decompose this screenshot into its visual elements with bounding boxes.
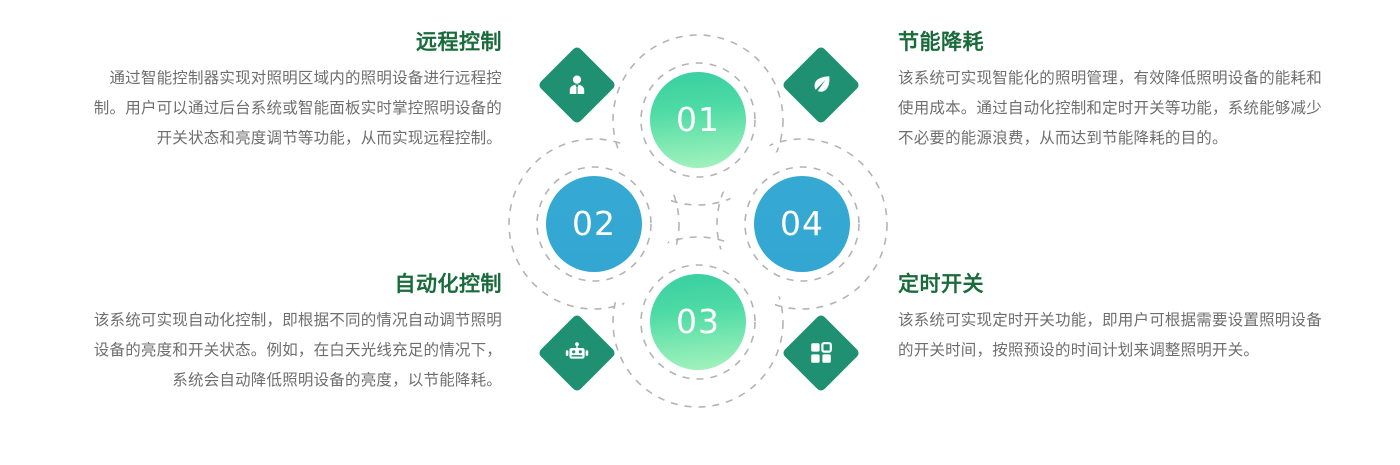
section-automation: 自动化控制 该系统可实现自动化控制，即根据不同的情况自动调节照明设备的亮度和开关… — [82, 272, 502, 396]
section-remote-control: 远程控制 通过智能控制器实现对照明区域内的照明设备进行远程控制。用户可以通过后台… — [82, 30, 502, 154]
robot-icon — [564, 340, 590, 366]
grid-squares-icon — [809, 341, 833, 365]
leaf-icon-badge[interactable] — [781, 45, 861, 125]
node-04[interactable]: 04 — [754, 176, 850, 272]
section-title-timer-switch: 定时开关 — [898, 273, 984, 296]
node-03[interactable]: 03 — [650, 274, 746, 370]
section-title-energy-saving: 节能降耗 — [898, 31, 984, 54]
section-body-energy-saving: 该系统可实现智能化的照明管理，有效降低照明设备的能耗和使用成本。通过自动化控制和… — [898, 70, 1322, 148]
section-energy-saving: 节能降耗 该系统可实现智能化的照明管理，有效降低照明设备的能耗和使用成本。通过自… — [898, 30, 1323, 154]
leaf-icon — [809, 73, 833, 97]
grid-squares-icon-badge[interactable] — [781, 313, 861, 393]
outer-ring-03 — [612, 236, 784, 408]
robot-icon-badge[interactable] — [537, 313, 617, 393]
businessman-icon-badge[interactable] — [537, 45, 617, 125]
outer-ring-02 — [508, 138, 680, 310]
node-01-number: 01 — [676, 99, 720, 139]
node-04-number: 04 — [780, 203, 824, 243]
node-02-number: 02 — [572, 203, 616, 243]
outer-ring-01 — [612, 34, 784, 206]
section-body-automation: 该系统可实现自动化控制，即根据不同的情况自动调节照明设备的亮度和开关状态。例如，… — [93, 312, 502, 390]
outer-ring-04 — [716, 138, 888, 310]
section-body-timer-switch: 该系统可实现定时开关功能，即用户可根据需要设置照明设备的开关时间，按照预设的时间… — [898, 312, 1322, 360]
cycle-diagram: 01 02 03 04 — [496, 0, 906, 465]
section-title-remote-control: 远程控制 — [416, 31, 502, 54]
node-02[interactable]: 02 — [546, 176, 642, 272]
section-timer-switch: 定时开关 该系统可实现定时开关功能，即用户可根据需要设置照明设备的开关时间，按照… — [898, 272, 1323, 366]
businessman-icon — [565, 73, 589, 97]
section-body-remote-control: 通过智能控制器实现对照明区域内的照明设备进行远程控制。用户可以通过后台系统或智能… — [93, 70, 502, 148]
node-03-number: 03 — [676, 301, 720, 341]
section-title-automation: 自动化控制 — [394, 273, 502, 296]
node-01[interactable]: 01 — [650, 72, 746, 168]
